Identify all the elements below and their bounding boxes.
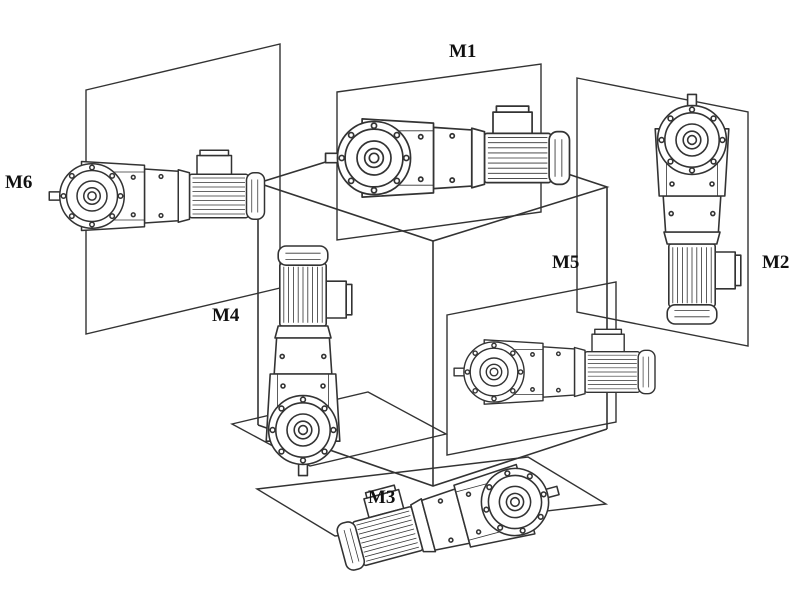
mounting-planes: [85, 43, 749, 537]
position-labels: M1 M2 M3 M4 M5 M6: [5, 41, 789, 508]
label-m4: M4: [212, 305, 240, 326]
gearmotor-m3: [328, 443, 569, 584]
mounting-plane-m5: [446, 281, 617, 456]
gearmotor-m5: [453, 328, 656, 405]
gearmotors: [48, 93, 742, 584]
label-m1: M1: [449, 41, 476, 62]
mounting-plane-m3: [254, 456, 609, 537]
gearmotor-m2: [654, 93, 742, 325]
mounting-plane-m2: [576, 77, 749, 347]
gearmotor-m1: [324, 105, 571, 198]
label-m2: M2: [762, 252, 789, 273]
gearmotor-m6: [48, 149, 266, 232]
mounting-plane-m1: [336, 63, 542, 241]
label-m5: M5: [552, 252, 579, 273]
label-m3: M3: [368, 487, 395, 508]
label-m6: M6: [5, 172, 32, 193]
gearmotor-m4: [265, 245, 353, 477]
